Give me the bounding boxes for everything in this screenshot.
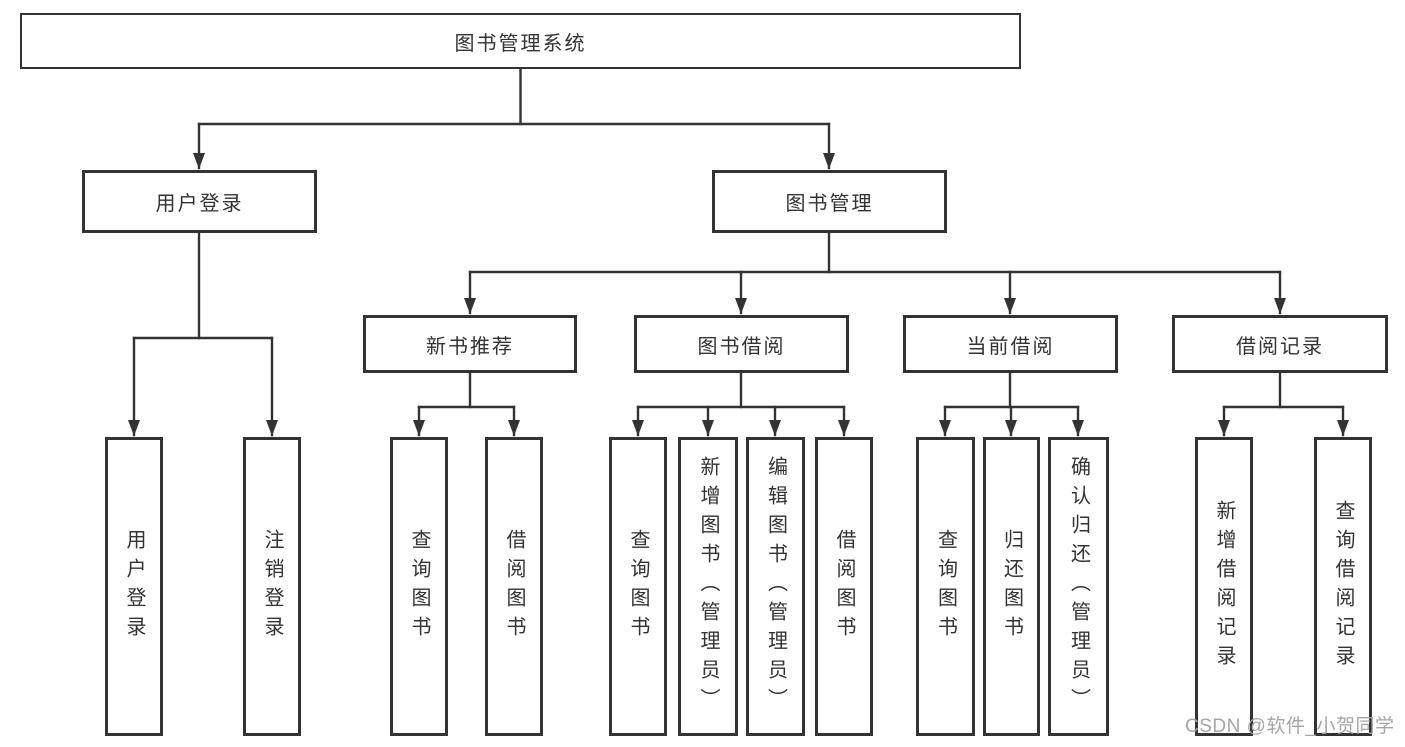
node-borrow-record: 借阅记录: [1172, 315, 1388, 373]
leaf-query-book-borrow-label: 查询图书: [627, 528, 649, 645]
leaf-borrow-book: 借阅图书: [815, 437, 873, 736]
node-borrow-record-label: 借阅记录: [1236, 335, 1324, 358]
node-user-login: 用户登录: [82, 170, 317, 233]
leaf-return-book-label: 归还图书: [1000, 528, 1023, 645]
csdn-watermark: CSDN @软件_小贺同学: [1185, 716, 1395, 737]
node-root-label: 图书管理系统: [454, 32, 587, 55]
leaf-query-borrow-record-label: 查询借阅记录: [1332, 499, 1354, 674]
leaf-query-book-current: 查询图书: [916, 437, 975, 736]
node-root: 图书管理系统: [20, 13, 1021, 69]
leaf-query-book-recommend-label: 查询图书: [408, 528, 430, 645]
leaf-user-login-label: 用户登录: [123, 528, 145, 645]
leaf-add-book-admin-label: 新增图书（管理员）: [697, 456, 719, 717]
node-user-login-label: 用户登录: [155, 193, 244, 215]
node-book-borrow-label: 图书借阅: [697, 335, 786, 358]
leaf-logout: 注销登录: [243, 437, 301, 736]
node-current-borrow-label: 当前借阅: [966, 335, 1055, 358]
leaf-borrow-book-label: 借阅图书: [833, 528, 855, 645]
leaf-confirm-return-admin-label: 确认归还（管理员）: [1067, 456, 1090, 717]
leaf-query-book-recommend: 查询图书: [390, 437, 448, 736]
leaf-borrow-book-recommend: 借阅图书: [485, 437, 543, 736]
leaf-edit-book-admin: 编辑图书（管理员）: [746, 437, 805, 736]
node-new-book-recommend: 新书推荐: [363, 315, 577, 373]
leaf-return-book: 归还图书: [983, 437, 1040, 736]
leaf-add-borrow-record-label: 新增借阅记录: [1213, 499, 1235, 674]
node-new-book-recommend-label: 新书推荐: [426, 335, 514, 358]
node-book-borrow: 图书借阅: [634, 315, 849, 373]
leaf-user-login: 用户登录: [105, 437, 163, 736]
leaf-query-borrow-record: 查询借阅记录: [1314, 437, 1372, 736]
leaf-query-book-current-label: 查询图书: [934, 528, 957, 645]
node-book-management: 图书管理: [712, 170, 947, 233]
leaf-edit-book-admin-label: 编辑图书（管理员）: [764, 456, 787, 717]
leaf-query-book-borrow: 查询图书: [609, 437, 667, 736]
node-current-borrow: 当前借阅: [903, 315, 1118, 373]
node-book-management-label: 图书管理: [785, 193, 874, 215]
leaf-add-book-admin: 新增图书（管理员）: [678, 437, 738, 736]
leaf-add-borrow-record: 新增借阅记录: [1195, 437, 1253, 736]
leaf-borrow-book-recommend-label: 借阅图书: [503, 528, 525, 645]
leaf-confirm-return-admin: 确认归还（管理员）: [1048, 437, 1109, 736]
leaf-logout-label: 注销登录: [261, 528, 283, 645]
